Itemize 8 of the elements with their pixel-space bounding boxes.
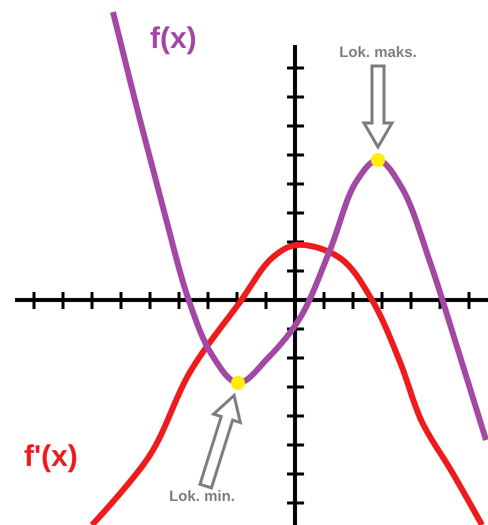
extremum-point <box>231 376 245 390</box>
arrow <box>198 392 242 490</box>
annotation-text: Lok. min. <box>169 488 235 505</box>
arrow <box>361 64 395 150</box>
curve-label: f'(x) <box>24 440 78 474</box>
annotation-text: Lok. maks. <box>339 44 417 61</box>
curve-label: f(x) <box>150 22 197 56</box>
extremum-point <box>371 153 385 167</box>
